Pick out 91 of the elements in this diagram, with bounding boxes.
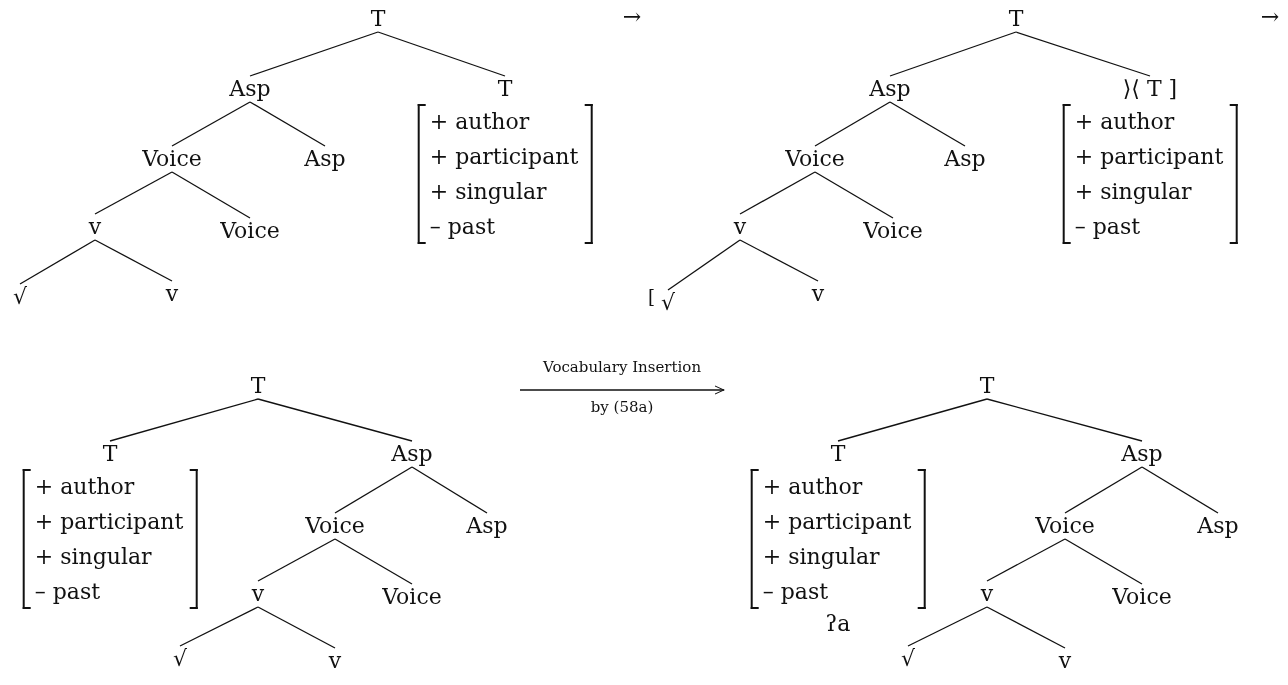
category-label: ⟩⟨ T ] — [1122, 76, 1178, 102]
category-label: T — [979, 373, 995, 399]
feature-label: + participant — [1074, 143, 1224, 171]
feature-label: + author — [429, 108, 531, 136]
feature-label: + singular — [429, 178, 548, 206]
tree-branch — [739, 239, 819, 282]
tree-branch — [667, 239, 741, 291]
tree-branch — [1015, 31, 1151, 77]
category-label: v — [328, 648, 342, 674]
tree-branch — [257, 398, 413, 442]
tree-branch — [986, 398, 1143, 442]
category-label: Voice — [142, 146, 202, 172]
feature-label: + author — [34, 473, 136, 501]
category-label: Voice — [785, 146, 845, 172]
category-label: Voice — [220, 218, 280, 244]
category-label: Voice — [1112, 584, 1172, 610]
feature-label: + participant — [429, 143, 579, 171]
tree-branch — [249, 101, 326, 147]
category-label: √ — [13, 284, 27, 310]
category-label: T — [250, 373, 266, 399]
tree-branch — [1064, 466, 1143, 514]
category-label: Asp — [1197, 513, 1239, 539]
category-label: √ — [173, 646, 187, 672]
tree-branch — [739, 171, 816, 215]
category-label: Asp — [391, 441, 433, 467]
arrow-label: by (58a) — [590, 398, 654, 416]
tree-branch — [986, 606, 1066, 649]
category-label: T — [370, 6, 386, 32]
tree-branch — [814, 101, 891, 147]
feature-label: + singular — [34, 543, 153, 571]
tree-branch — [986, 538, 1066, 582]
tree-branch — [257, 606, 336, 649]
tree-branch — [94, 171, 173, 215]
tree-branch — [1141, 466, 1219, 514]
tree-branch — [907, 606, 988, 647]
tree-branch — [257, 538, 336, 582]
category-label: T — [497, 76, 513, 102]
category-label: T — [102, 441, 118, 467]
exponent-label: ʔa — [825, 610, 851, 638]
category-label: v — [1058, 648, 1072, 674]
category-label: Asp — [869, 76, 911, 102]
category-label: Voice — [1035, 513, 1095, 539]
tree-branch — [377, 31, 506, 77]
tree-branch — [179, 606, 259, 647]
feature-label: – past — [429, 213, 497, 241]
tree-branch — [814, 171, 894, 219]
feature-label: + singular — [1074, 178, 1193, 206]
tree-branch — [889, 31, 1017, 77]
feature-label: + participant — [34, 508, 184, 536]
tree-branch — [889, 101, 966, 147]
category-label: v — [251, 581, 265, 607]
category-label: √ — [901, 646, 915, 672]
tree-branch — [1064, 538, 1143, 585]
feature-label: + author — [762, 473, 864, 501]
feature-label: + participant — [762, 508, 912, 536]
tree-branch — [411, 466, 488, 514]
category-label: Voice — [382, 584, 442, 610]
category-label: √ — [661, 290, 675, 316]
tree-branch — [94, 239, 173, 282]
category-label: T — [1008, 6, 1024, 32]
category-label: Voice — [863, 218, 923, 244]
category-label: v — [980, 581, 994, 607]
category-label: Asp — [944, 146, 986, 172]
category-label: v — [165, 281, 179, 307]
arrow-sign: → — [1260, 4, 1280, 29]
category-label: v — [733, 214, 747, 240]
tree-branch — [171, 171, 251, 219]
category-label: v — [88, 214, 102, 240]
tree-branch — [249, 31, 379, 77]
category-label: v — [811, 281, 825, 307]
feature-matrix-node — [1062, 76, 1238, 244]
feature-label: – past — [34, 578, 102, 606]
tree-branch — [334, 538, 413, 585]
feature-label: + author — [1074, 108, 1176, 136]
tree-branch — [334, 466, 413, 514]
tree-branch — [109, 398, 259, 442]
feature-label: – past — [1074, 213, 1142, 241]
tree-branch — [837, 398, 988, 442]
tree-branch — [19, 239, 96, 285]
category-label: Asp — [466, 513, 508, 539]
bracket-label: [ — [647, 286, 655, 307]
category-label: Asp — [1121, 441, 1163, 467]
feature-label: + singular — [762, 543, 881, 571]
category-label: Asp — [304, 146, 346, 172]
tree-branch — [171, 101, 251, 147]
category-label: Asp — [229, 76, 271, 102]
arrow-sign: → — [622, 4, 642, 29]
category-label: Voice — [305, 513, 365, 539]
feature-label: – past — [762, 578, 830, 606]
arrow-label: Vocabulary Insertion — [542, 358, 702, 376]
category-label: T — [830, 441, 846, 467]
